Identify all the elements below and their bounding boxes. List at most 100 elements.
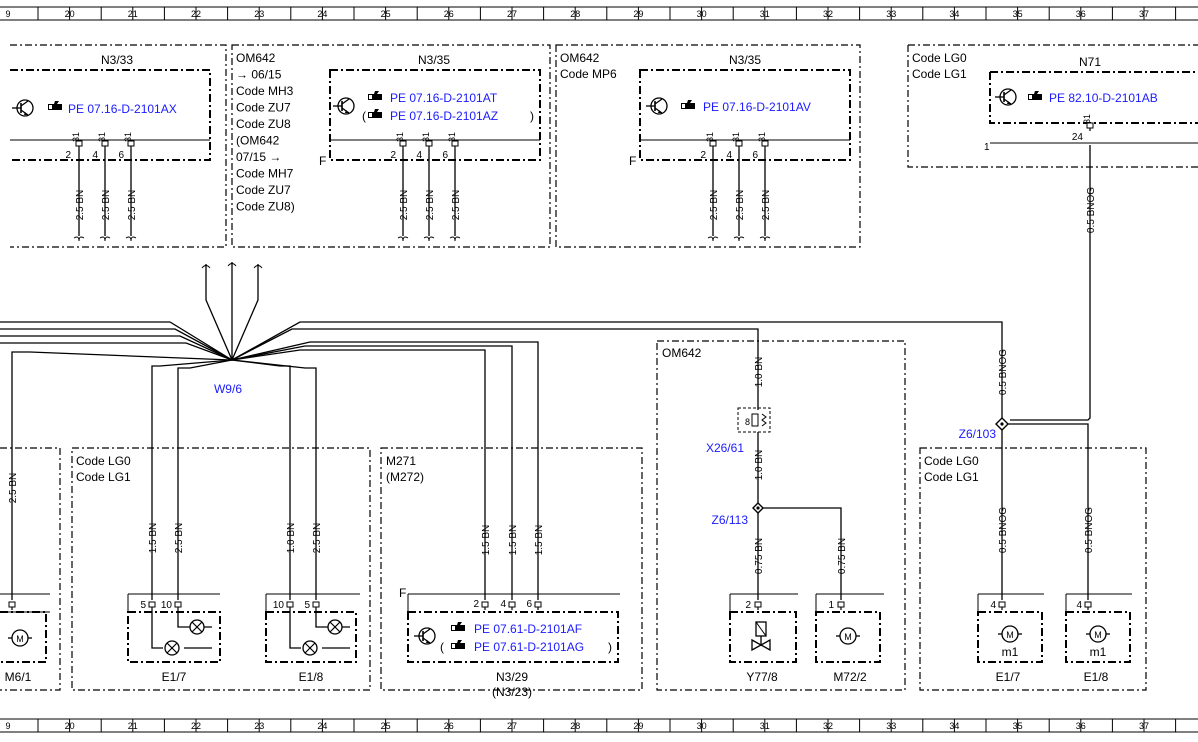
svg-text:Code MP6: Code MP6 <box>560 67 617 81</box>
svg-text:1: 1 <box>984 142 990 153</box>
x26-61-connector: 8 <box>737 407 771 433</box>
svg-text:2.5 BN: 2.5 BN <box>399 190 410 221</box>
svg-text:31: 31 <box>757 132 767 142</box>
svg-text:4: 4 <box>92 150 98 161</box>
svg-text:(N3/23): (N3/23) <box>492 685 532 699</box>
n3-35-a-pins: 31 31 31 2 4 6 <box>390 132 459 161</box>
svg-text:m1: m1 <box>1002 645 1019 659</box>
pointing-hand-icon <box>451 622 465 631</box>
svg-text:M72/2: M72/2 <box>833 670 867 684</box>
n71-link[interactable]: PE 82.10-D-2101AB <box>1049 91 1158 105</box>
svg-text:2.5 BN: 2.5 BN <box>761 190 772 221</box>
n3-35-b-link[interactable]: PE 07.16-D-2101AV <box>703 100 811 114</box>
svg-text:(: ( <box>440 640 444 654</box>
svg-text:M271: M271 <box>386 454 416 468</box>
n3-29-link2[interactable]: PE 07.61-D-2101AG <box>474 640 584 654</box>
w9-6-label[interactable]: W9/6 <box>214 382 242 396</box>
svg-text:Code LG0: Code LG0 <box>912 51 967 65</box>
svg-text:4: 4 <box>990 600 996 611</box>
pointing-hand-icon <box>368 91 382 100</box>
svg-text:8: 8 <box>745 417 750 427</box>
z6-103-label[interactable]: Z6/103 <box>959 427 997 441</box>
m72-2-component: 1 M M72/2 <box>815 593 884 684</box>
svg-text:M: M <box>1006 630 1014 640</box>
svg-text:2: 2 <box>65 150 71 161</box>
n3-29-link1[interactable]: PE 07.61-D-2101AF <box>474 622 582 636</box>
svg-text:1: 1 <box>828 600 834 611</box>
svg-text:31: 31 <box>97 132 107 142</box>
svg-text:6: 6 <box>526 599 532 610</box>
svg-text:F: F <box>319 154 326 168</box>
svg-text:0.75 BN: 0.75 BN <box>837 538 848 574</box>
n3-35-a-link2[interactable]: PE 07.16-D-2101AZ <box>390 109 498 123</box>
z6-113-label[interactable]: Z6/113 <box>712 513 749 527</box>
svg-text:2.5 BN: 2.5 BN <box>451 190 462 221</box>
svg-text:2.5 BN: 2.5 BN <box>75 190 86 221</box>
svg-text:M: M <box>1094 630 1102 640</box>
pointing-hand-icon <box>681 100 695 109</box>
n3-35-a-title: N3/35 <box>418 53 450 67</box>
y77-8-component: 2 Y77/8 <box>729 593 798 684</box>
om642-a-code-line: Code ZU8 <box>236 117 291 131</box>
svg-text:OM642: OM642 <box>560 51 600 65</box>
om642-a-code-line: OM642 <box>236 51 276 65</box>
svg-text:4: 4 <box>1076 600 1082 611</box>
e1-7-right-component: 4 M m1 E1/7 <box>977 593 1044 684</box>
top-ruler-number: 9 <box>5 9 10 19</box>
e1-8-right-component: 4 M m1 E1/8 <box>1065 593 1132 684</box>
svg-text:2: 2 <box>745 600 751 611</box>
svg-text:(M272): (M272) <box>386 470 424 484</box>
svg-text:): ) <box>608 640 612 654</box>
n3-33-wires: 2.5 BN 2.5 BN 2.5 BN <box>73 149 138 242</box>
svg-text:1.5 BN: 1.5 BN <box>148 523 159 554</box>
svg-text:1.0 BN: 1.0 BN <box>754 450 765 481</box>
n3-35-a-link1[interactable]: PE 07.16-D-2101AT <box>390 91 498 105</box>
svg-text:1.0 BN: 1.0 BN <box>754 357 765 388</box>
n3-33-link[interactable]: PE 07.16-D-2101AX <box>68 102 177 116</box>
svg-text:(: ( <box>362 109 366 123</box>
n71-title: N71 <box>1079 55 1101 69</box>
transistor-icon <box>332 97 355 115</box>
svg-text:Code LG0: Code LG0 <box>924 454 979 468</box>
transistor-icon <box>413 627 436 645</box>
svg-text:Code LG1: Code LG1 <box>912 67 967 81</box>
svg-text:E1/8: E1/8 <box>299 670 324 684</box>
svg-text:2.5 BN: 2.5 BN <box>8 473 19 504</box>
svg-text:0.5 BNOG: 0.5 BNOG <box>998 507 1009 553</box>
svg-text:2.5 BN: 2.5 BN <box>709 190 720 221</box>
box-right-lower: 0.5 BNOG Z6/103 Code LG0 Code LG1 0.5 BN… <box>919 145 1147 691</box>
x26-61-label[interactable]: X26/61 <box>706 441 744 455</box>
svg-text:1.5 BN: 1.5 BN <box>534 525 545 556</box>
svg-text:31: 31 <box>1082 114 1092 124</box>
svg-text:N3/29: N3/29 <box>496 670 528 684</box>
lamp-icon <box>164 640 180 656</box>
pointing-hand-icon <box>1028 91 1042 100</box>
harness-w9-6: W9/6 <box>0 262 1003 600</box>
svg-text:31: 31 <box>421 132 431 142</box>
svg-text:2: 2 <box>473 599 479 610</box>
svg-text:2.5 BN: 2.5 BN <box>312 523 323 554</box>
m6-1-area: 2.5 BN M M6/1 <box>0 447 61 691</box>
svg-text:31: 31 <box>71 132 81 142</box>
svg-text:5: 5 <box>140 600 146 611</box>
box-lg-e1: Code LG0 Code LG1 1.5 BN 2.5 BN 1.0 BN 2… <box>71 447 371 691</box>
svg-text:M: M <box>16 634 24 644</box>
svg-text:31: 31 <box>447 132 457 142</box>
transistor-icon <box>645 97 668 115</box>
svg-text:2.5 BN: 2.5 BN <box>127 190 138 221</box>
pointing-hand-icon <box>368 109 382 118</box>
svg-text:F: F <box>629 154 636 168</box>
n3-35-b-pins: 31 31 31 2 4 6 <box>700 132 769 161</box>
svg-text:5: 5 <box>304 600 310 611</box>
svg-text:31: 31 <box>731 132 741 142</box>
n3-33-title: N3/33 <box>101 53 133 67</box>
svg-text:): ) <box>530 109 534 123</box>
svg-text:31: 31 <box>395 132 405 142</box>
svg-text:4: 4 <box>416 150 422 161</box>
svg-text:1.5 BN: 1.5 BN <box>481 525 492 556</box>
svg-text:1.5 BN: 1.5 BN <box>508 525 519 556</box>
lamp-icon <box>302 640 318 656</box>
n3-35-a-wires: 2.5 BN 2.5 BN 2.5 BN <box>397 149 462 242</box>
